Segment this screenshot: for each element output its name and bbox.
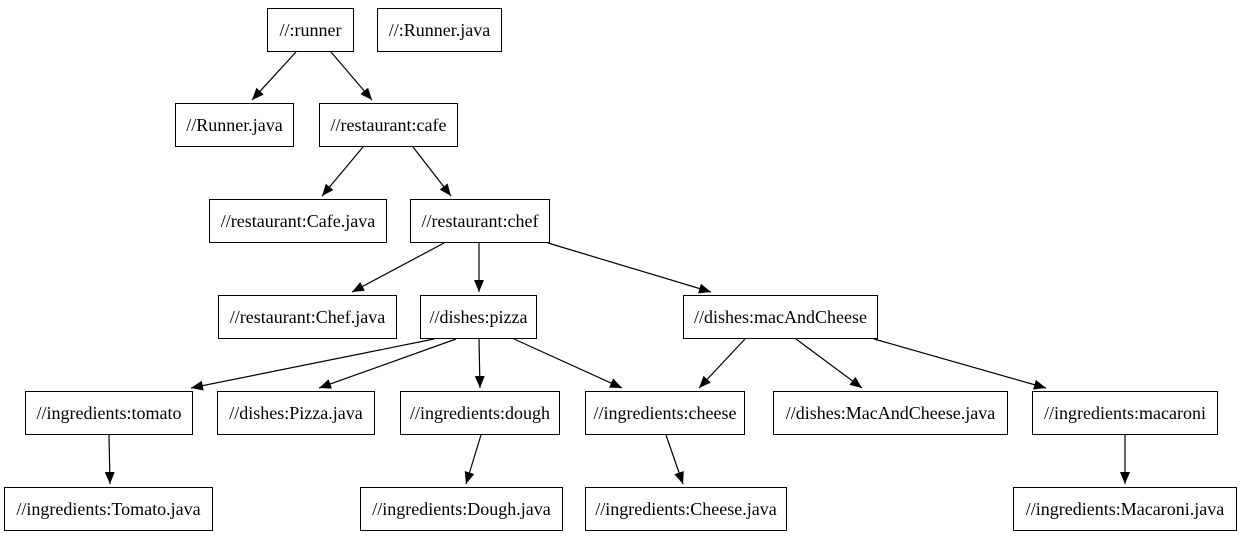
graph-node-runner_java_top: //:Runner.java xyxy=(377,8,502,52)
graph-node-cafe: //restaurant:cafe xyxy=(319,103,458,147)
edge-chef-to-chef_java xyxy=(351,242,445,293)
graph-node-cheese: //ingredients:cheese xyxy=(585,391,745,435)
edge-pizza-to-cheese xyxy=(513,338,623,389)
edge-pizza-to-dough xyxy=(474,338,485,389)
graph-node-runner: //:runner xyxy=(267,8,354,52)
graph-node-pizza: //dishes:pizza xyxy=(420,295,537,339)
edge-runner-to-cafe xyxy=(330,51,373,101)
graph-node-chef: //restaurant:chef xyxy=(410,199,550,243)
edge-cafe-to-chef xyxy=(412,146,452,197)
edge-runner-to-runner_java xyxy=(251,51,297,101)
graph-node-cheese_java: //ingredients:Cheese.java xyxy=(585,487,787,531)
graph-node-runner_java: //Runner.java xyxy=(175,103,294,147)
graph-node-macaroni_java: //ingredients:Macaroni.java xyxy=(1013,487,1237,531)
graph-node-tomato_java: //ingredients:Tomato.java xyxy=(4,487,213,531)
graph-node-dough_java: //ingredients:Dough.java xyxy=(360,487,563,531)
graph-node-mac_and_cheese_java: //dishes:MacAndCheese.java xyxy=(773,391,1008,435)
graph-node-pizza_java: //dishes:Pizza.java xyxy=(217,391,375,435)
edge-tomato-to-tomato_java xyxy=(104,434,115,485)
edge-cafe-to-cafe_java xyxy=(321,146,364,197)
graph-node-chef_java: //restaurant:Chef.java xyxy=(218,295,397,339)
edge-mac_and_cheese-to-cheese xyxy=(698,338,746,389)
edge-pizza-to-tomato xyxy=(190,338,435,391)
edge-cheese-to-cheese_java xyxy=(665,434,684,485)
edge-mac_and_cheese-to-macaroni xyxy=(873,338,1047,390)
graph-node-macaroni: //ingredients:macaroni xyxy=(1032,391,1218,435)
graph-node-tomato: //ingredients:tomato xyxy=(25,391,193,435)
edge-dough-to-dough_java xyxy=(464,434,482,485)
graph-node-cafe_java: //restaurant:Cafe.java xyxy=(209,199,387,243)
edge-mac_and_cheese-to-mac_and_cheese_java xyxy=(795,338,863,389)
graph-node-dough: //ingredients:dough xyxy=(400,391,560,435)
edge-chef-to-mac_and_cheese xyxy=(547,242,712,294)
edge-pizza-to-pizza_java xyxy=(318,338,457,389)
graph-node-mac_and_cheese: //dishes:macAndCheese xyxy=(683,295,878,339)
